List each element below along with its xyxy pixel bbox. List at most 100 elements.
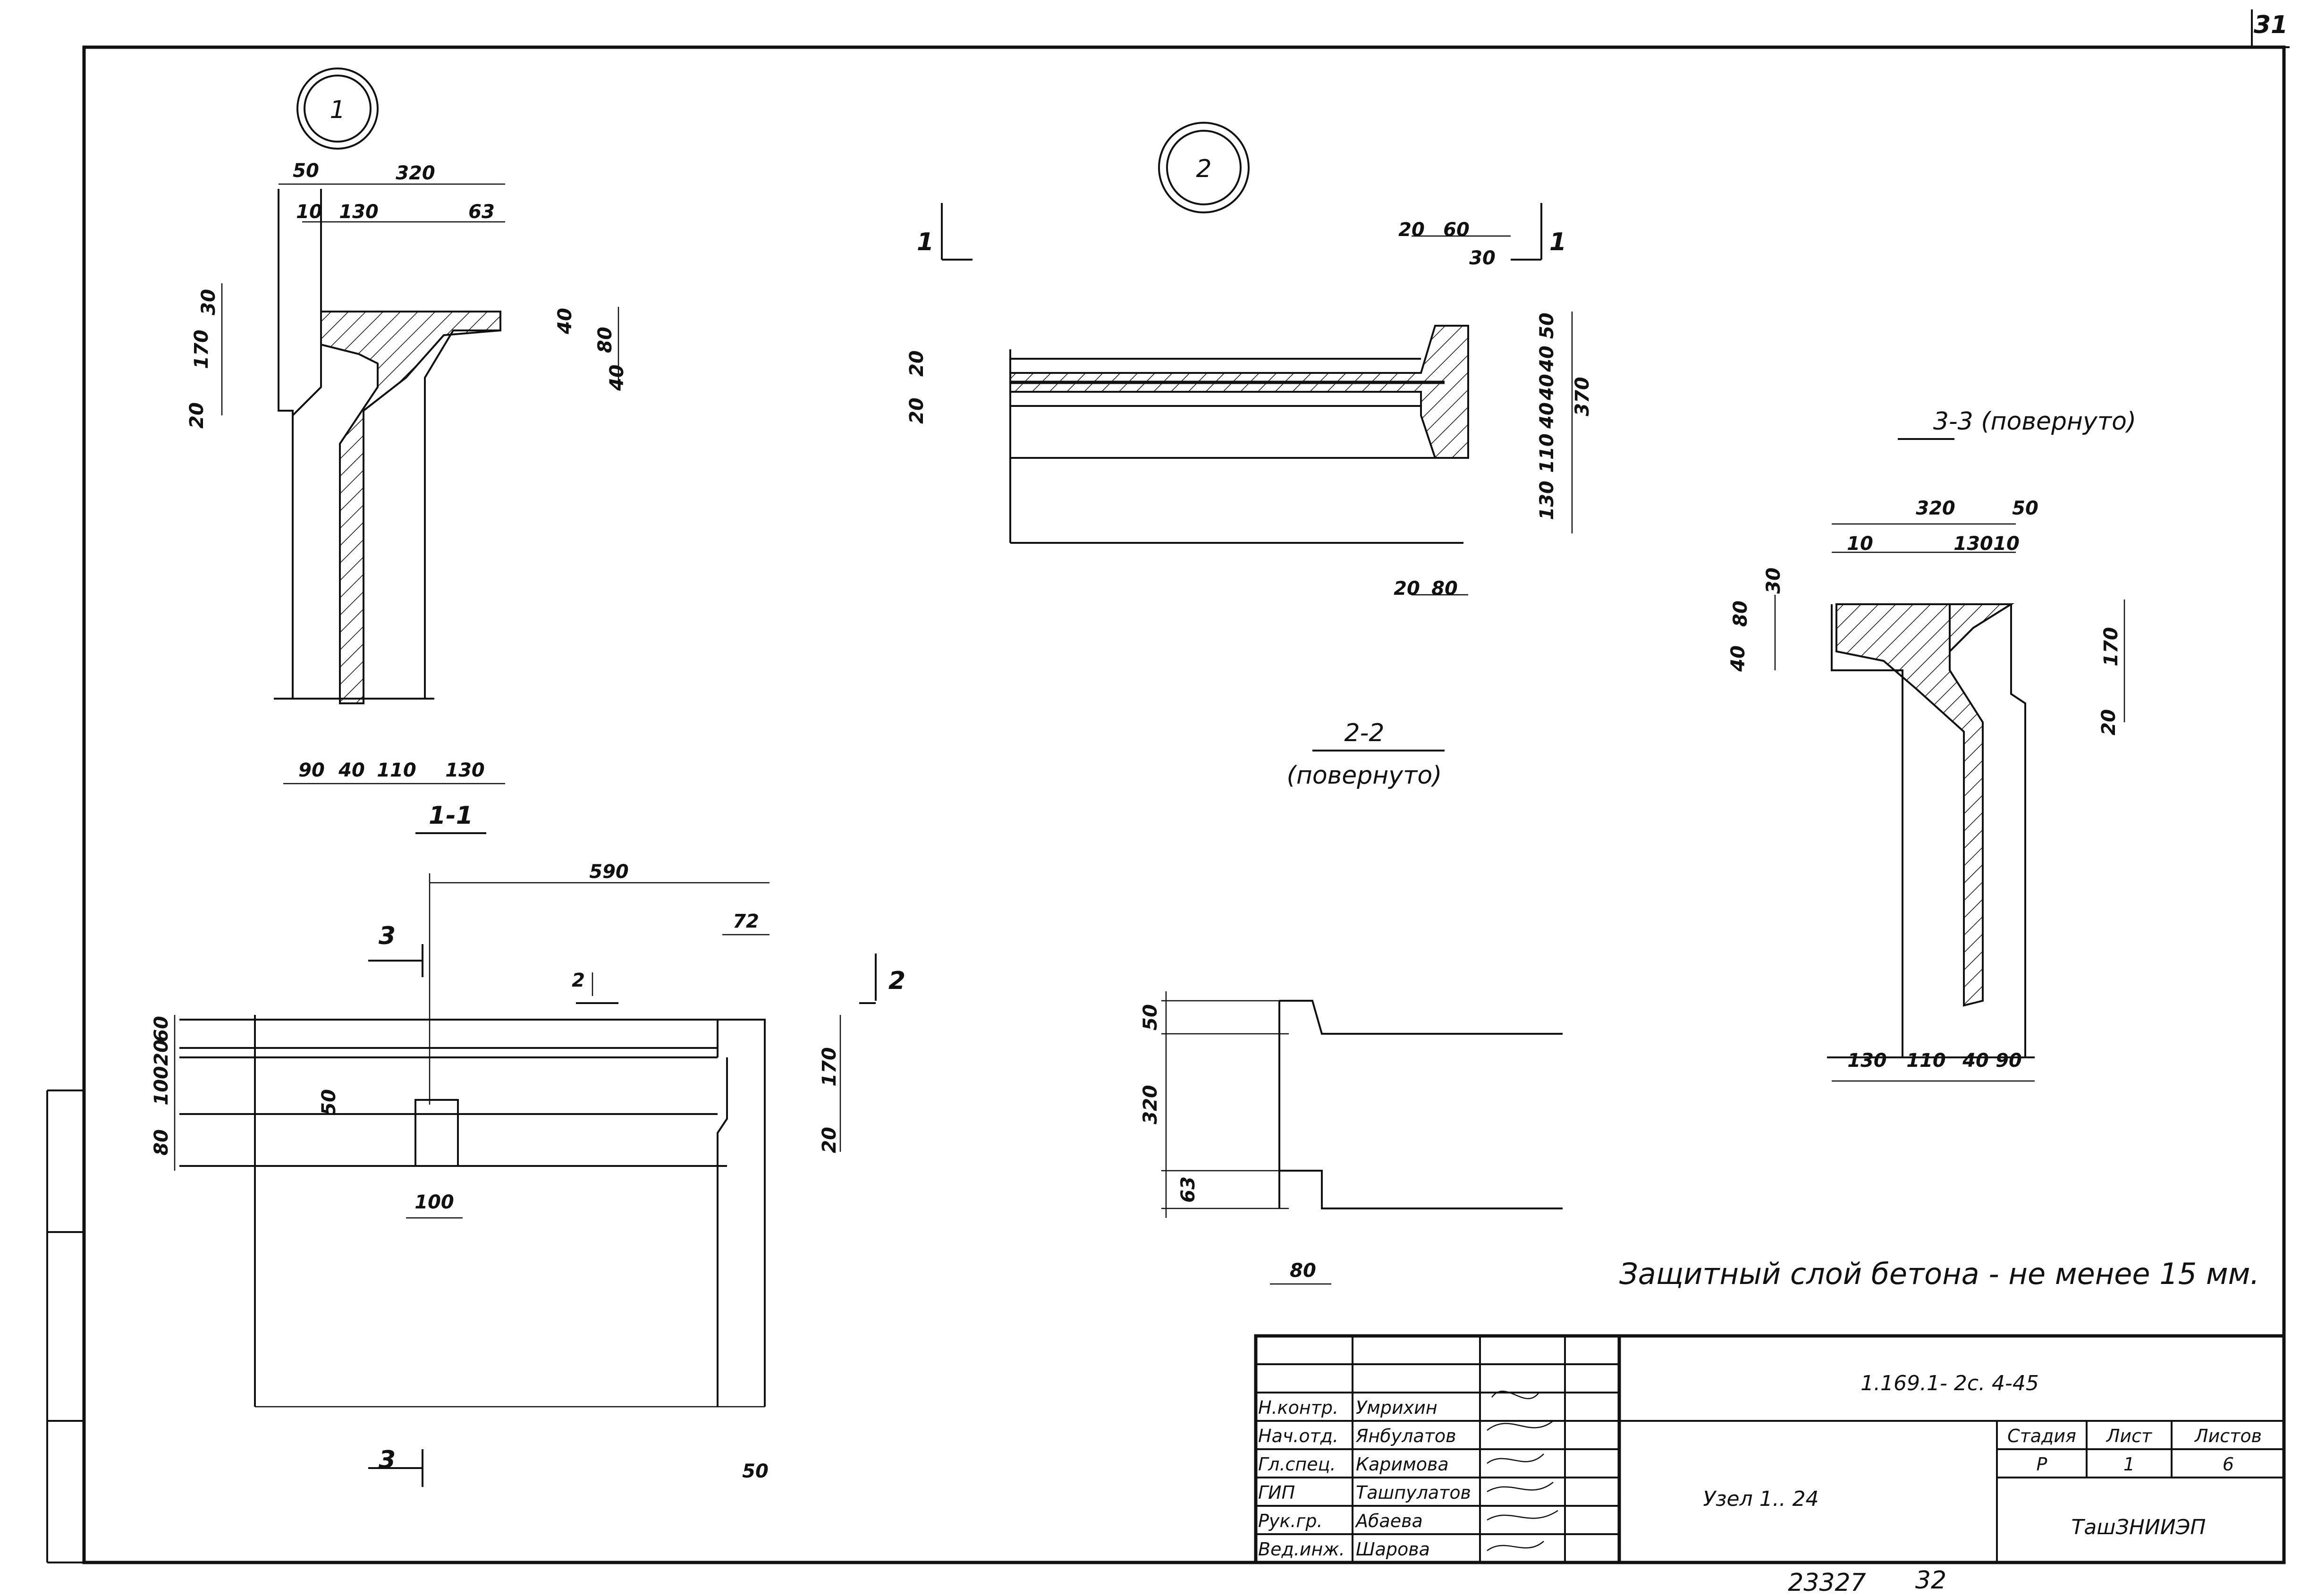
signature-marks xyxy=(1487,1391,1558,1552)
tb-role-0: Н.контр. xyxy=(1258,1397,1338,1418)
tb-name-5: Шарова xyxy=(1356,1539,1430,1560)
dim-n2-130: 130 xyxy=(1536,481,1558,520)
dim-n2-110: 110 xyxy=(1536,433,1558,473)
tb-stage: Р xyxy=(2037,1454,2047,1475)
tb-title: Узел 1.. 24 xyxy=(1703,1487,1818,1511)
dim-plan-590: 590 xyxy=(589,861,629,883)
dim-side-50: 50 xyxy=(1140,1004,1161,1030)
dim-n1-20: 20 xyxy=(186,402,208,429)
dim-n3-b130: 130 xyxy=(1847,1050,1887,1072)
dim-n2-80: 80 xyxy=(1431,578,1458,600)
section-3-3: 3-3 (повернуто) 320 50 10 130 10 30 80 4… xyxy=(1727,407,2136,1082)
dim-side-63: 63 xyxy=(1177,1176,1199,1203)
tb-sheets: 6 xyxy=(2223,1454,2234,1475)
dim-side-80: 80 xyxy=(1290,1260,1316,1282)
node-1-label: 1 xyxy=(330,96,345,124)
dim-plan-72: 72 xyxy=(733,911,759,932)
node-2: 2 1 1 20 60 30 20 20 50 40 40 40 110 130… xyxy=(906,122,1593,790)
tb-name-2: Каримова xyxy=(1356,1454,1449,1475)
dim-side-320: 320 xyxy=(1140,1085,1161,1124)
dim-n3-b110: 110 xyxy=(1906,1050,1946,1072)
tb-name-3: Ташпулатов xyxy=(1356,1482,1471,1503)
node-1: 1 50 320 10 130 63 30 170 20 40 80 40 90… xyxy=(186,68,628,834)
dim-n3-10a: 10 xyxy=(1847,533,1873,555)
dim-n1-110: 110 xyxy=(377,760,416,781)
dim-n3-30: 30 xyxy=(1763,567,1784,594)
side-view: 50 320 63 80 xyxy=(1140,991,1563,1285)
bottom-sheet: 32 xyxy=(1915,1566,1946,1595)
dim-n1-30: 30 xyxy=(198,289,220,315)
cut-2-mid: 2 xyxy=(572,970,585,991)
sheet-frame xyxy=(46,9,2290,1564)
tb-col-sheets: Листов xyxy=(2194,1426,2262,1446)
dim-n2-20: 20 xyxy=(1398,219,1425,241)
dim-n2-370: 370 xyxy=(1572,377,1593,416)
tb-name-1: Янбулатов xyxy=(1355,1426,1456,1446)
dim-n1-63: 63 xyxy=(468,201,495,223)
dim-n2-50: 50 xyxy=(1536,312,1558,339)
dim-n3-80: 80 xyxy=(1730,600,1751,627)
dim-n1-80: 80 xyxy=(594,327,616,353)
title-block: 1.169.1- 2с. 4-45 Узел 1.. 24 ТашЗНИИЭП … xyxy=(1254,1334,2286,1564)
section-1-1-label: 1-1 xyxy=(429,802,473,830)
tb-doc-code: 1.169.1- 2с. 4-45 xyxy=(1860,1371,2039,1395)
section-3-3-label: 3-3 (повернуто) xyxy=(1933,407,2136,436)
protective-layer-note: Защитный слой бетона - не менее 15 мм. xyxy=(1619,1257,2259,1291)
dim-n3-50: 50 xyxy=(2012,498,2038,519)
dim-n3-40: 40 xyxy=(1727,645,1749,672)
dim-n1-10: 10 xyxy=(296,201,322,223)
dim-n1-130: 130 xyxy=(339,201,379,223)
tb-role-4: Рук.гр. xyxy=(1258,1511,1323,1531)
dim-n3-320: 320 xyxy=(1916,498,1955,519)
cut-3-bottom: 3 xyxy=(379,1446,396,1474)
bottom-code: 23327 xyxy=(1788,1569,1866,1596)
dim-n3-20: 20 xyxy=(2098,709,2120,735)
section-2-2-note: (повернуто) xyxy=(1287,761,1442,790)
section-2-2-label: 2-2 xyxy=(1345,719,1385,747)
dim-n1-90: 90 xyxy=(298,760,325,781)
tb-name-4: Абаева xyxy=(1354,1511,1423,1531)
tb-col-sheet: Лист xyxy=(2106,1426,2153,1446)
cut-3-top: 3 xyxy=(379,922,396,950)
tb-col-stage: Стадия xyxy=(2007,1426,2076,1446)
dim-n2-40b: 40 xyxy=(1536,374,1558,401)
dim-n1-40b: 40 xyxy=(606,364,628,391)
cut-1-right: 1 xyxy=(1549,228,1566,256)
dim-plan-170: 170 xyxy=(819,1047,840,1087)
dim-plan-50: 50 xyxy=(318,1089,340,1115)
dim-n3-b40: 40 xyxy=(1962,1050,1989,1072)
node-2-label: 2 xyxy=(1196,155,1211,183)
tb-role-1: Нач.отд. xyxy=(1258,1426,1338,1446)
dim-plan-50b: 50 xyxy=(742,1461,769,1482)
dim-n2-20l-b: 20 xyxy=(906,397,928,424)
dim-n2-20b: 20 xyxy=(1394,578,1420,600)
dim-n1-40a: 40 xyxy=(554,308,576,335)
dim-plan-100: 100 xyxy=(151,1066,172,1106)
dim-n3-10b: 10 xyxy=(1993,533,2020,555)
dim-n2-30: 30 xyxy=(1469,247,1496,269)
cut-1-left: 1 xyxy=(917,228,934,256)
tb-role-3: ГИП xyxy=(1258,1482,1295,1503)
dim-plan-60: 60 xyxy=(151,1016,172,1042)
dim-n1-50: 50 xyxy=(293,160,319,182)
dim-plan-20r: 20 xyxy=(819,1127,840,1153)
dim-plan-100b: 100 xyxy=(414,1191,454,1213)
dim-n2-20l-a: 20 xyxy=(906,350,928,377)
tb-role-5: Вед.инж. xyxy=(1258,1539,1345,1560)
dim-n3-b90: 90 xyxy=(1996,1050,2022,1072)
dim-n2-40a: 40 xyxy=(1536,346,1558,372)
dim-n2-40c: 40 xyxy=(1536,402,1558,429)
dim-plan-20: 20 xyxy=(151,1039,172,1066)
dim-n1-170: 170 xyxy=(191,329,212,369)
dim-n3-170: 170 xyxy=(2100,627,2122,667)
dim-n3-130: 130 xyxy=(1953,533,1993,555)
dim-n1-40: 40 xyxy=(338,760,365,781)
dim-plan-80: 80 xyxy=(151,1129,172,1156)
cut-2-right: 2 xyxy=(888,967,905,995)
dim-n1-320: 320 xyxy=(396,162,435,184)
tb-sheet: 1 xyxy=(2123,1454,2135,1475)
tb-name-0: Умрихин xyxy=(1356,1397,1438,1418)
tb-role-2: Гл.спец. xyxy=(1258,1454,1336,1475)
dim-n1-130: 130 xyxy=(445,760,485,781)
